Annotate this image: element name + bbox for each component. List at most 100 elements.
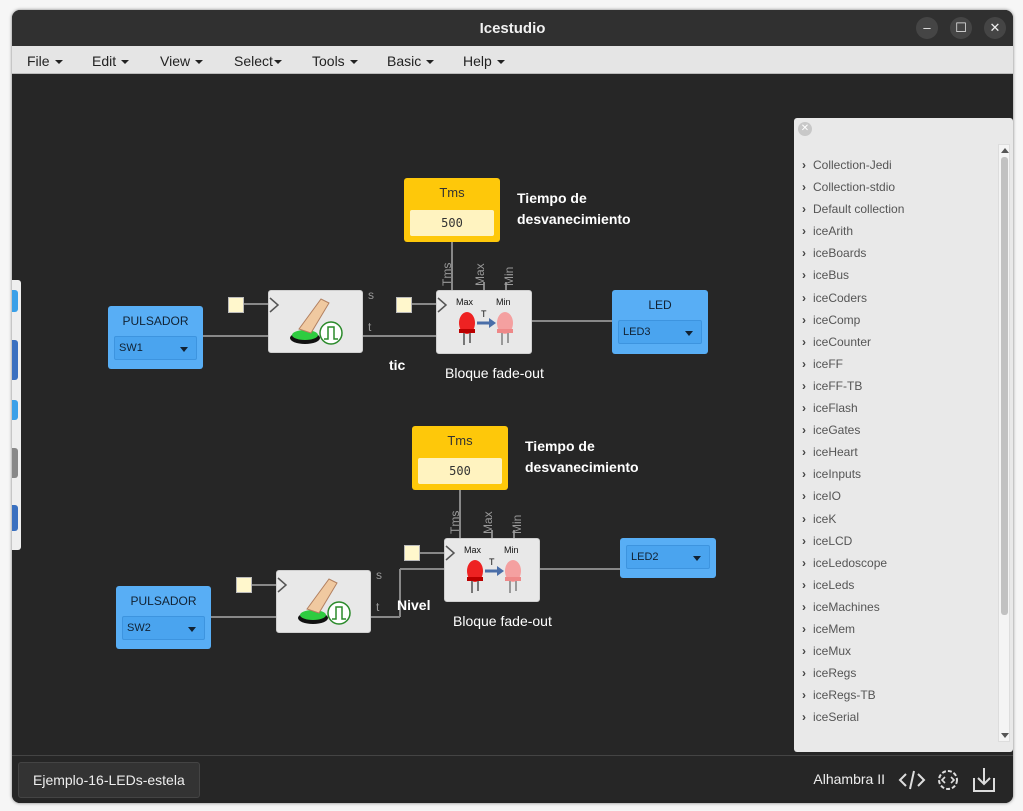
collection-item[interactable]: ›iceGates: [802, 419, 994, 441]
collection-item[interactable]: ›iceSerial: [802, 706, 994, 728]
fade-block-label-1: Bloque fade-out: [445, 365, 544, 381]
collection-item[interactable]: ›Default collection: [802, 198, 994, 220]
menu-tools[interactable]: Tools: [312, 53, 358, 69]
collections-panel: ✕ ›Collection-Jedi›Collection-stdio›Defa…: [794, 118, 1013, 752]
maximize-button[interactable]: ☐: [950, 17, 972, 39]
caret-down-icon: [54, 60, 63, 65]
constant-tms-2[interactable]: Tms 500: [412, 426, 508, 490]
collection-item[interactable]: ›Collection-Jedi: [802, 154, 994, 176]
collection-item[interactable]: ›iceComp: [802, 309, 994, 331]
window-title: Icestudio: [479, 20, 546, 37]
collection-item[interactable]: ›iceCoders: [802, 287, 994, 309]
menu-basic[interactable]: Basic: [387, 53, 435, 69]
collection-item[interactable]: ›iceHeart: [802, 441, 994, 463]
input-header: PULSADOR: [130, 594, 197, 608]
menu-view[interactable]: View: [160, 53, 204, 69]
upload-icon[interactable]: [970, 766, 998, 794]
input-pin-sw1[interactable]: PULSADOR SW1: [108, 306, 203, 369]
collection-item[interactable]: ›iceFF: [802, 353, 994, 375]
constant-value[interactable]: 500: [410, 210, 494, 236]
input-pin-select[interactable]: SW2: [122, 616, 205, 640]
button-block[interactable]: [268, 290, 363, 353]
input-pin-value: SW1: [119, 342, 143, 354]
collection-label: Default collection: [813, 202, 905, 217]
collection-item[interactable]: ›iceFlash: [802, 397, 994, 419]
menu-help[interactable]: Help: [463, 53, 505, 69]
input-pin-value: SW2: [127, 622, 151, 634]
scroll-thumb[interactable]: [1001, 157, 1008, 615]
output-pin-select[interactable]: LED2: [626, 545, 710, 569]
collection-item[interactable]: ›iceK: [802, 508, 994, 530]
constant-value[interactable]: 500: [418, 458, 502, 484]
build-gear-icon[interactable]: [934, 766, 962, 794]
caret-down-icon: [195, 60, 204, 65]
menu-bar: File Edit View Select Tools Basic Help: [12, 46, 1013, 74]
left-toolbar[interactable]: [12, 280, 21, 550]
collection-label: iceMux: [813, 644, 852, 659]
chevron-right-icon: ›: [802, 445, 806, 460]
close-button[interactable]: ✕: [984, 17, 1006, 39]
collection-item[interactable]: ›iceFF-TB: [802, 375, 994, 397]
output-pin-led2[interactable]: LED2: [620, 538, 716, 578]
port-s: s: [368, 288, 374, 302]
collection-item[interactable]: ›iceMachines: [802, 596, 994, 618]
output-pin-select[interactable]: LED3: [618, 320, 702, 344]
caret-down-icon: [496, 60, 505, 65]
panel-scrollbar[interactable]: [998, 144, 1010, 742]
menu-select[interactable]: Select: [234, 53, 282, 69]
toolbar-tab-icon[interactable]: [12, 400, 18, 420]
collection-label: iceRegs: [813, 666, 857, 681]
project-tab[interactable]: Ejemplo-16-LEDs-estela: [18, 762, 200, 798]
collection-item[interactable]: ›iceCounter: [802, 331, 994, 353]
collection-item[interactable]: ›Collection-stdio: [802, 176, 994, 198]
button-input-port[interactable]: [236, 577, 252, 593]
code-icon[interactable]: [898, 766, 926, 794]
caret-down-icon: [426, 60, 435, 65]
menu-basic-label: Basic: [387, 53, 422, 69]
close-panel-icon[interactable]: ✕: [798, 122, 812, 136]
dropdown-caret-icon: [685, 331, 693, 336]
input-pin-select[interactable]: SW1: [114, 336, 197, 360]
toolbar-tab-icon[interactable]: [12, 448, 18, 478]
fade-out-block-2[interactable]: Max Min T: [444, 538, 540, 602]
scroll-up-icon[interactable]: [1001, 148, 1009, 153]
fade-input-port[interactable]: [404, 545, 420, 561]
button-block[interactable]: [276, 570, 371, 633]
scroll-down-icon[interactable]: [1001, 733, 1009, 738]
toolbar-tab-icon[interactable]: [12, 505, 18, 531]
collection-label: iceBus: [813, 268, 850, 283]
collection-item[interactable]: ›iceMem: [802, 618, 994, 640]
collection-item[interactable]: ›iceLCD: [802, 530, 994, 552]
collection-item[interactable]: ›iceBoards: [802, 242, 994, 264]
collection-item[interactable]: ›iceLeds: [802, 574, 994, 596]
port-min: Min: [502, 266, 516, 286]
collection-item[interactable]: ›iceBus: [802, 264, 994, 286]
collection-item[interactable]: ›iceRegs-TB: [802, 684, 994, 706]
output-pin-led3[interactable]: LED LED3: [612, 290, 708, 354]
collection-item[interactable]: ›iceArith: [802, 220, 994, 242]
collection-item[interactable]: ›iceIO: [802, 485, 994, 507]
constant-tms-1[interactable]: Tms 500: [404, 178, 500, 242]
menu-file[interactable]: File: [27, 53, 63, 69]
input-pin-sw2[interactable]: PULSADOR SW2: [116, 586, 211, 649]
menu-edit[interactable]: Edit: [92, 53, 130, 69]
collection-item[interactable]: ›iceLedoscope: [802, 552, 994, 574]
collection-label: iceFF: [813, 356, 843, 371]
fade-input-port[interactable]: [396, 297, 412, 313]
toolbar-tab-icon[interactable]: [12, 340, 18, 380]
collection-item[interactable]: ›iceInputs: [802, 463, 994, 485]
chevron-right-icon: ›: [802, 511, 806, 526]
board-name[interactable]: Alhambra II: [813, 771, 885, 787]
collection-item[interactable]: ›iceMux: [802, 640, 994, 662]
input-header: PULSADOR: [122, 314, 189, 328]
fade-out-block-1[interactable]: Max Min T: [436, 290, 532, 354]
button-input-port[interactable]: [228, 297, 244, 313]
push-button-icon: [269, 297, 343, 345]
collection-item[interactable]: ›iceRegs: [802, 662, 994, 684]
fade-max-label: Max: [456, 297, 474, 307]
collection-label: iceSerial: [813, 710, 860, 725]
toolbar-tab-icon[interactable]: [12, 290, 18, 312]
port-t: t: [376, 600, 380, 614]
dropdown-caret-icon: [693, 556, 701, 561]
minimize-button[interactable]: –: [916, 17, 938, 39]
